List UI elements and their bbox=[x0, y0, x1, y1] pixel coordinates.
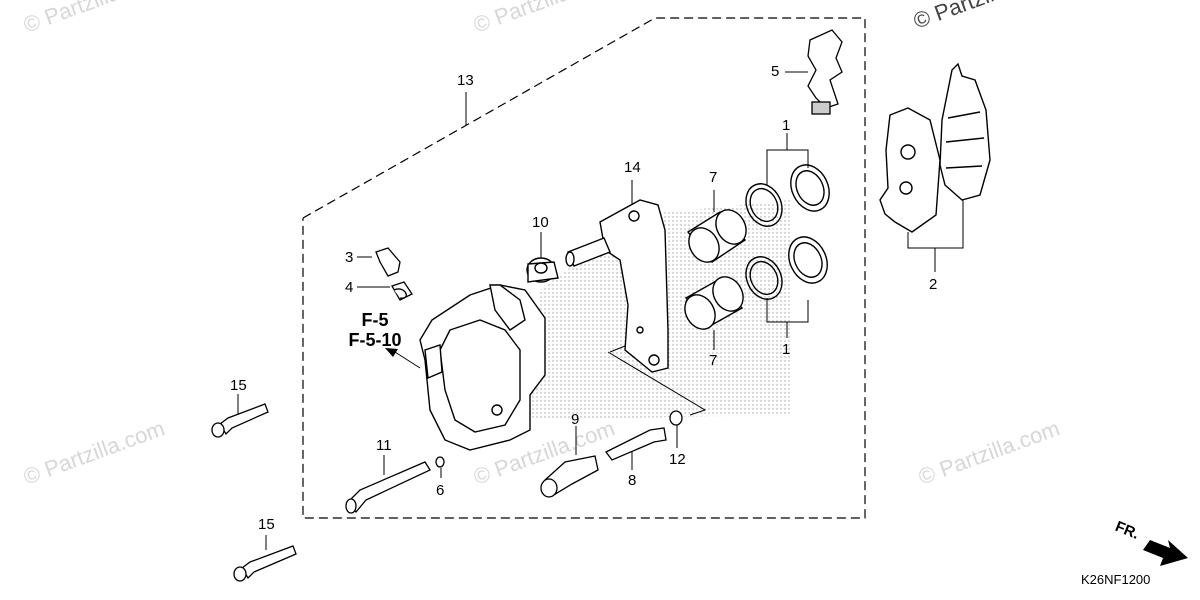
callout-11: 11 bbox=[376, 437, 392, 454]
callout-15: 15 bbox=[230, 377, 247, 394]
bracket-pin bbox=[605, 427, 667, 461]
reference-line-2: F-5-10 bbox=[348, 330, 402, 350]
washer bbox=[669, 410, 683, 426]
caliper-bracket bbox=[565, 199, 669, 373]
reference-arrow-head bbox=[385, 348, 398, 357]
callout-1: 1 bbox=[782, 341, 791, 358]
callout-15: 15 bbox=[258, 516, 275, 533]
slide-pin bbox=[540, 455, 599, 498]
callout-3: 3 bbox=[345, 249, 354, 266]
pin-plug bbox=[435, 456, 445, 468]
piston-seals bbox=[745, 164, 830, 300]
callout-7: 7 bbox=[709, 352, 718, 369]
callout-10: 10 bbox=[532, 214, 549, 231]
reference-line-1: F-5 bbox=[361, 310, 389, 330]
pad-pin bbox=[345, 461, 431, 514]
callout-9: 9 bbox=[571, 411, 580, 428]
front-direction-arrow bbox=[1143, 540, 1188, 566]
bleeder-valve bbox=[375, 247, 413, 301]
brake-pads bbox=[879, 62, 991, 233]
callout-12: 12 bbox=[669, 451, 686, 468]
diagram-code: K26NF1200 bbox=[1081, 572, 1151, 587]
callout-5: 5 bbox=[771, 63, 780, 80]
pistons bbox=[684, 209, 747, 330]
dust-boot bbox=[526, 257, 559, 283]
callout-4: 4 bbox=[345, 279, 354, 296]
callout-8: 8 bbox=[628, 472, 637, 489]
callout-1: 1 bbox=[782, 117, 791, 134]
section-reference[interactable]: F-5 F-5-10 bbox=[335, 310, 415, 350]
callout-7: 7 bbox=[709, 169, 718, 186]
callout-6: 6 bbox=[436, 482, 445, 499]
assembly-frame bbox=[302, 17, 866, 519]
pad-spring bbox=[807, 29, 843, 115]
callout-14: 14 bbox=[624, 159, 641, 176]
callout-13: 13 bbox=[457, 72, 474, 89]
callout-2: 2 bbox=[929, 276, 938, 293]
flange-bolts bbox=[211, 403, 297, 582]
caliper-body bbox=[419, 284, 546, 451]
